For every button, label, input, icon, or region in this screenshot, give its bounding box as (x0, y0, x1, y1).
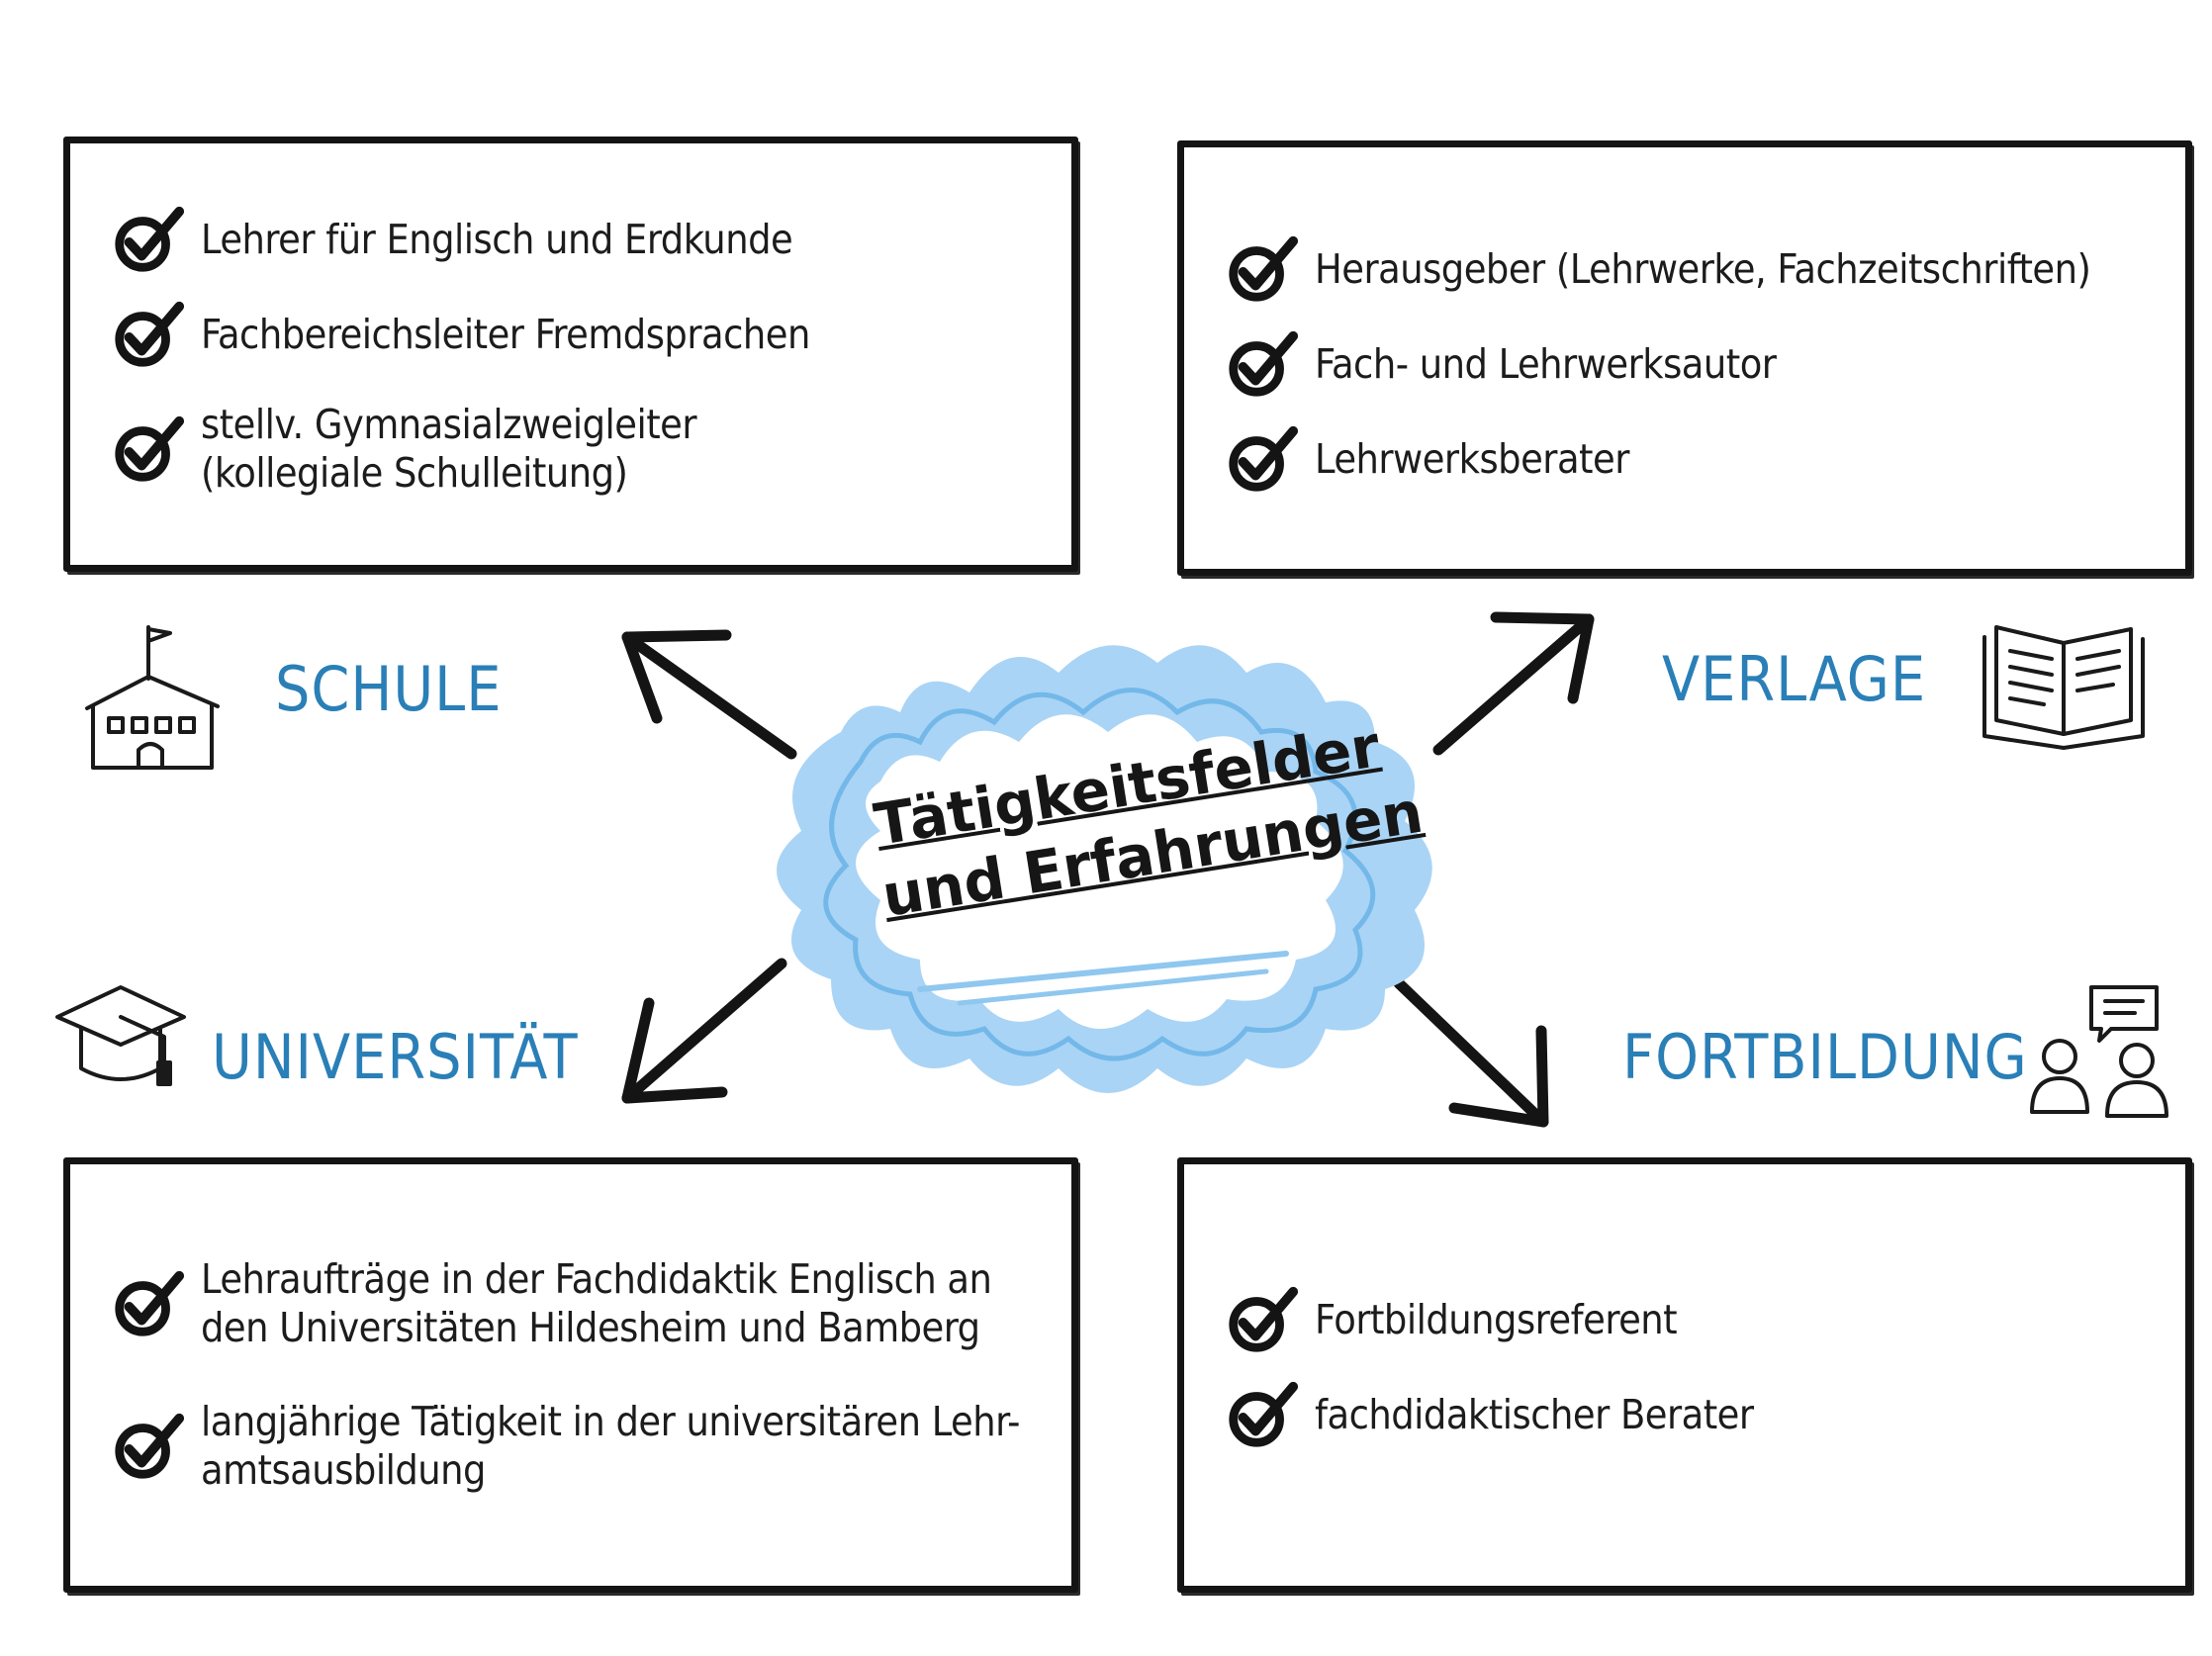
checkmark-icon (1224, 234, 1301, 304)
schule-box: Lehrer für Englisch und Erdkunde Fachber… (63, 137, 1078, 572)
section-label-universitaet: UNIVERSITÄT (212, 1021, 579, 1093)
item-text: den Universitäten Hildesheim und Bamberg (201, 1304, 980, 1351)
list-item: Lehrwerksberater (1224, 424, 2156, 494)
list-item: Fachbereichsleiter Fremdsprachen (110, 300, 1042, 369)
item-text: fachdidaktischer Berater (1315, 1390, 1754, 1438)
item-text: stellv. Gymnasialzweigleiter (201, 401, 697, 448)
verlage-box: Herausgeber (Lehrwerke, Fachzeitschrifte… (1177, 140, 2192, 576)
arrow-to-universitaet (621, 958, 787, 1104)
graduation-cap-icon (55, 985, 186, 1086)
list-item: langjährige Tätigkeit in der universitär… (110, 1398, 1042, 1495)
people-speech-bubble-icon (2030, 985, 2168, 1118)
section-label-verlage: VERLAGE (1662, 643, 1927, 715)
list-item: Lehraufträge in der Fachdidaktik Englisc… (110, 1255, 1042, 1352)
checkmark-icon (1224, 424, 1301, 494)
section-label-schule: SCHULE (275, 653, 503, 725)
item-text: Lehrwerksberater (1315, 434, 1629, 483)
checkmark-icon (1224, 1380, 1301, 1449)
list-item: fachdidaktischer Berater (1224, 1380, 2156, 1449)
arrow-to-schule (621, 629, 797, 760)
list-item: Fach- und Lehrwerksautor (1224, 329, 2156, 399)
item-text: amtsausbildung (201, 1446, 486, 1494)
item-text: Fachbereichsleiter Fremdsprachen (201, 310, 810, 358)
item-text: Fortbildungsreferent (1315, 1295, 1678, 1343)
section-label-fortbildung: FORTBILDUNG (1622, 1021, 2028, 1093)
fortbildung-box: Fortbildungsreferent fachdidaktischer Be… (1177, 1157, 2192, 1593)
arrow-to-fortbildung (1393, 977, 1549, 1128)
list-item: Fortbildungsreferent (1224, 1285, 2156, 1354)
item-text: Fach- und Lehrwerksautor (1315, 339, 1777, 388)
checkmark-icon (110, 205, 187, 274)
center-topic: Tätigkeitsfelder und Erfahrungen (732, 613, 1464, 1128)
open-book-icon (1982, 625, 2145, 750)
school-building-icon (85, 625, 220, 770)
checkmark-icon (1224, 1285, 1301, 1354)
checkmark-icon (110, 300, 187, 369)
item-text: Lehraufträge in der Fachdidaktik Englisc… (201, 1255, 992, 1303)
universitaet-box: Lehraufträge in der Fachdidaktik Englisc… (63, 1157, 1078, 1593)
checkmark-icon (1224, 329, 1301, 399)
item-text: langjährige Tätigkeit in der universitär… (201, 1398, 1020, 1445)
checkmark-icon (110, 414, 187, 484)
list-item: Herausgeber (Lehrwerke, Fachzeitschrifte… (1224, 234, 2156, 304)
list-item: Lehrer für Englisch und Erdkunde (110, 205, 1042, 274)
arrow-to-verlage (1432, 611, 1595, 756)
item-text: Lehrer für Englisch und Erdkunde (201, 215, 793, 263)
checkmark-icon (110, 1412, 187, 1481)
item-text: Herausgeber (Lehrwerke, Fachzeitschrifte… (1315, 244, 2091, 293)
checkmark-icon (110, 1269, 187, 1338)
list-item: stellv. Gymnasialzweigleiter (kollegiale… (110, 401, 1042, 498)
cloud-shape (777, 645, 1432, 1093)
item-text: (kollegiale Schulleitung) (201, 449, 628, 497)
